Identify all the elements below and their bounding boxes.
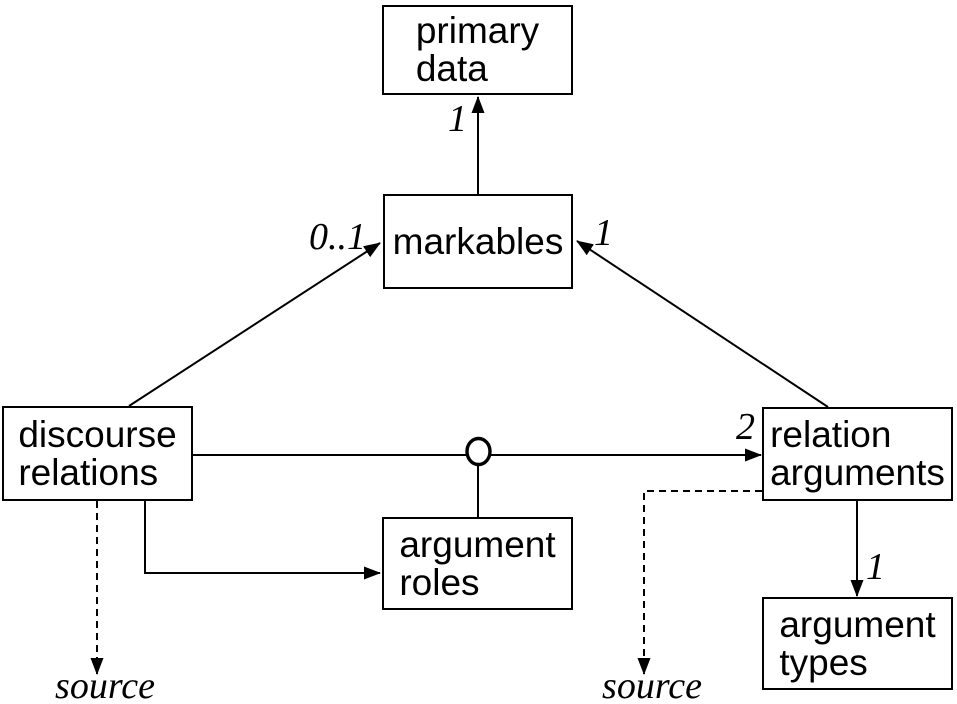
edge-relation-arguments-to-source <box>637 490 762 675</box>
multiplicity-markables-primary-data: 1 <box>448 98 467 140</box>
node-relation-arguments: relation arguments <box>762 407 953 501</box>
node-discourse-relations: discourse relations <box>2 406 193 501</box>
multiplicity-discourse-relation-arguments: 2 <box>736 406 755 448</box>
node-primary-data: primary data <box>382 5 573 95</box>
node-markables: markables <box>383 194 573 289</box>
multiplicity-relation-arguments-markables: 1 <box>594 212 613 254</box>
source-label-left: source <box>55 665 155 704</box>
edge-relation-arguments-to-markables <box>576 240 829 408</box>
source-label-right: source <box>602 665 702 704</box>
association-circle-icon <box>465 436 492 467</box>
node-argument-types: argument types <box>762 597 953 690</box>
edge-discourse-relations-to-argument-roles <box>144 501 381 580</box>
multiplicity-discourse-markables: 0..1 <box>309 216 366 258</box>
node-argument-roles: argument roles <box>382 517 573 610</box>
edge-discourse-relations-to-markables <box>128 242 381 407</box>
multiplicity-relation-arguments-argument-types: 1 <box>866 546 885 588</box>
